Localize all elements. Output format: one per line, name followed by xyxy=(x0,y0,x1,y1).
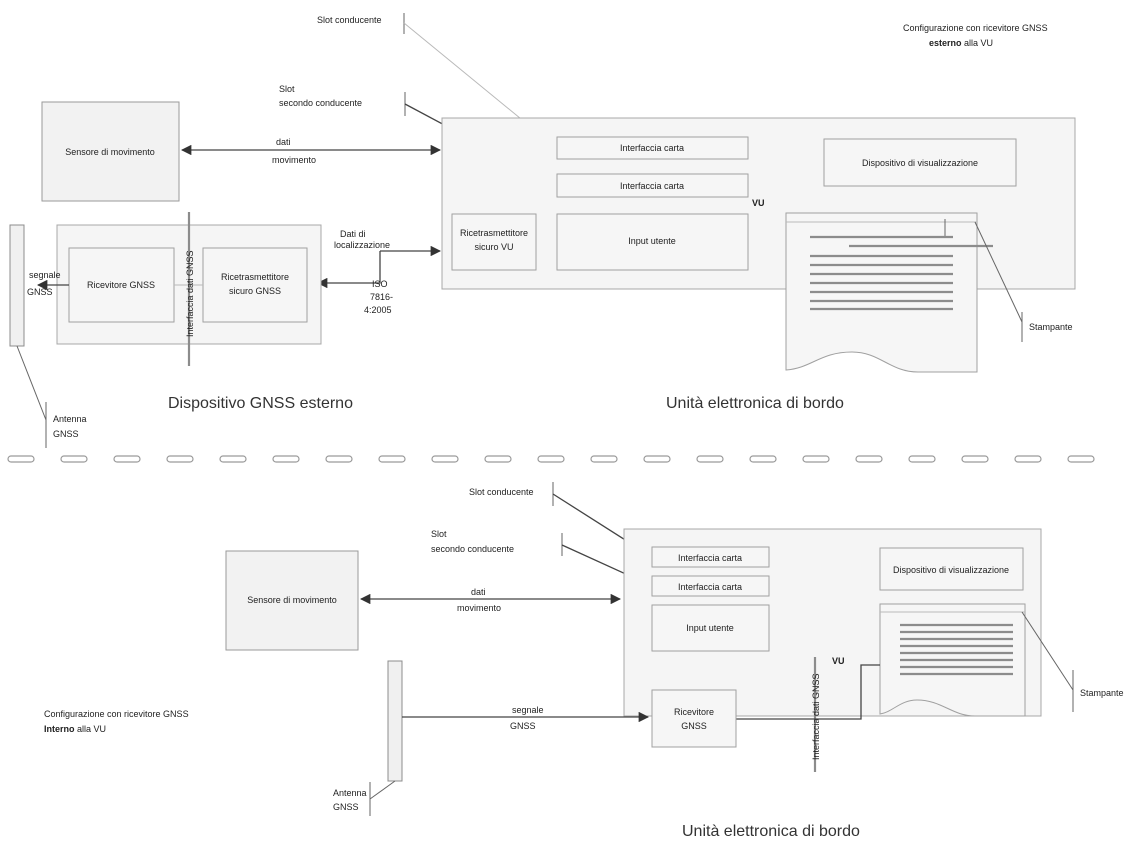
top-card-interface-1 xyxy=(556,136,749,160)
top-caption-vu: Unità elettronica di bordo xyxy=(666,395,844,412)
top-display-box xyxy=(823,138,1017,187)
top-signal-label-1: segnale xyxy=(29,270,61,280)
top-iso-label-3: 4:2005 xyxy=(364,305,392,315)
bottom-signal-label-1: segnale xyxy=(512,705,544,715)
top-localization-label-1: Dati di xyxy=(340,229,366,239)
top-card-interface-2 xyxy=(556,173,749,198)
bottom-card-interface-2-label: Interfaccia carta xyxy=(678,582,742,592)
top-printer-lines xyxy=(810,235,993,311)
bottom-display-label: Dispositivo di visualizzazione xyxy=(893,565,1009,575)
top-iso-label-1: ISO xyxy=(372,279,388,289)
bottom-vu-label: VU xyxy=(832,656,845,666)
bottom-printer-label: Stampante xyxy=(1080,688,1124,698)
top-gnss-receiver-label: Ricevitore GNSS xyxy=(87,280,155,290)
bottom-gnss-data-interface-label: Interfaccia dati GNSS xyxy=(811,673,821,760)
bottom-card-interface-1-label: Interfaccia carta xyxy=(678,553,742,563)
top-slot-driver-label: Slot conducente xyxy=(317,15,382,25)
bottom-motion-sensor-label: Sensore di movimento xyxy=(247,595,337,605)
top-vu-transceiver-label-2: sicuro VU xyxy=(474,242,513,252)
top-vu-transceiver-label-1: Ricetrasmettitore xyxy=(460,228,528,238)
top-signal-label-2: GNSS xyxy=(27,287,53,297)
top-antenna-label-1: Antenna xyxy=(53,414,87,424)
top-card-interface-2-label: Interfaccia carta xyxy=(620,181,684,191)
top-printer-label: Stampante xyxy=(1029,322,1073,332)
top-data-label-2: movimento xyxy=(272,155,316,165)
top-gnss-transceiver-label-1: Ricetrasmettitore xyxy=(221,272,289,282)
top-vu-label: VU xyxy=(752,198,765,208)
bottom-slot-codriver-label-2: secondo conducente xyxy=(431,544,514,554)
top-vu-transceiver-box xyxy=(451,213,537,271)
top-gnss-receiver-box xyxy=(68,247,175,323)
bottom-data-label-1: dati xyxy=(471,587,486,597)
section-separator xyxy=(7,455,1095,463)
top-user-input-box xyxy=(556,213,749,271)
top-gnss-transceiver-box xyxy=(202,247,308,323)
top-antenna-pole xyxy=(9,224,25,347)
bottom-data-label-2: movimento xyxy=(457,603,501,613)
top-card-interface-1-label: Interfaccia carta xyxy=(620,143,684,153)
top-antenna-label-2: GNSS xyxy=(53,429,79,439)
bottom-slot-driver-label: Slot conducente xyxy=(469,487,534,497)
top-iso-label-2: 7816- xyxy=(370,292,393,302)
top-user-input-label: Input utente xyxy=(628,236,676,246)
bottom-signal-label-2: GNSS xyxy=(510,721,536,731)
bottom-card-interface-1 xyxy=(651,546,770,568)
bottom-gnss-receiver-label-2: GNSS xyxy=(681,721,707,731)
top-gnss-transceiver-label-2: sicuro GNSS xyxy=(229,286,281,296)
top-localization-label-2: localizzazione xyxy=(334,240,390,250)
bottom-antenna-pole xyxy=(387,660,403,782)
top-display-label: Dispositivo di visualizzazione xyxy=(862,158,978,168)
bottom-antenna-label-1: Antenna xyxy=(333,788,367,798)
top-gnss-data-interface-label: Interfaccia dati GNSS xyxy=(185,250,195,337)
bottom-config-note-line1: Configurazione con ricevitore GNSS xyxy=(44,709,189,719)
bottom-user-input-label: Input utente xyxy=(686,623,734,633)
bottom-gnss-receiver-box xyxy=(651,689,737,748)
bottom-config-note-line2: Interno alla VU xyxy=(44,724,106,734)
bottom-card-interface-2 xyxy=(651,575,770,597)
bottom-antenna-label-2: GNSS xyxy=(333,802,359,812)
top-data-label-1: dati xyxy=(276,137,291,147)
bottom-configuration: Slot conducente Slot secondo conducente … xyxy=(44,482,1124,840)
bottom-caption-vu: Unità elettronica di bordo xyxy=(682,823,860,840)
top-slot-codriver-label-2: secondo conducente xyxy=(279,98,362,108)
top-motion-sensor-label: Sensore di movimento xyxy=(65,147,155,157)
bottom-printer-lines xyxy=(900,623,1013,676)
top-caption-gnss-device: Dispositivo GNSS esterno xyxy=(168,395,353,412)
bottom-slot-codriver-label-1: Slot xyxy=(431,529,447,539)
bottom-display-box xyxy=(879,547,1024,591)
top-configuration: Configurazione con ricevitore GNSS ester… xyxy=(9,13,1076,448)
bottom-user-input-box xyxy=(651,604,770,652)
top-config-note-line1: Configurazione con ricevitore GNSS xyxy=(903,23,1048,33)
top-slot-codriver-label-1: Slot xyxy=(279,84,295,94)
bottom-gnss-receiver-label-1: Ricevitore xyxy=(674,707,714,717)
top-motion-sensor-box xyxy=(41,101,180,202)
top-config-note-line2: esterno alla VU xyxy=(929,38,993,48)
bottom-motion-sensor-box xyxy=(225,550,359,651)
